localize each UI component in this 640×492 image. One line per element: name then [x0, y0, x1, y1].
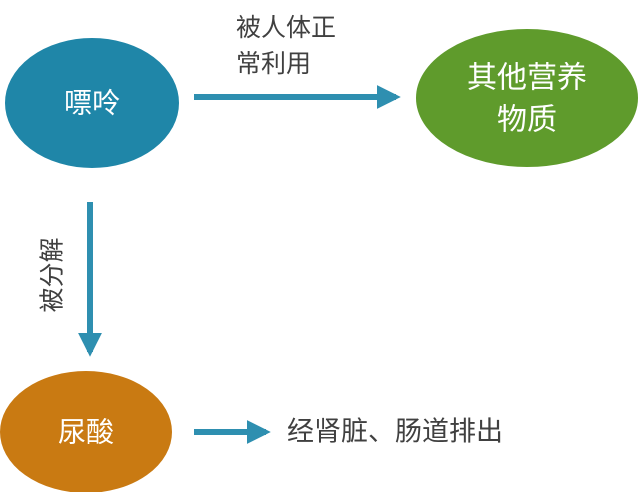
node-uric-acid-shape — [0, 369, 174, 492]
edge-purine-to-uric: 被分解 — [38, 202, 102, 357]
edge-uric-excretion-label: 经肾脏、肠道排出 — [287, 417, 503, 448]
node-purine-label: 嘌呤 — [64, 87, 120, 120]
node-purine-shape — [3, 36, 181, 170]
edge-purine-to-other-label-line2: 常利用 — [236, 49, 311, 78]
edge-uric-excretion: 经肾脏、肠道排出 — [194, 417, 503, 448]
node-other-nutrients-label-line2: 物质 — [497, 103, 557, 138]
edge-purine-to-other: 被人体正 常利用 — [194, 13, 401, 109]
node-purine: 嘌呤 — [3, 36, 181, 170]
node-other-nutrients: 其他营养 物质 — [414, 27, 640, 169]
edge-purine-to-uric-label: 被分解 — [38, 237, 67, 312]
edge-purine-to-other-label-line1: 被人体正 — [236, 13, 336, 42]
node-uric-acid: 尿酸 — [0, 369, 174, 492]
node-uric-acid-label: 尿酸 — [58, 416, 114, 449]
node-other-nutrients-shape — [414, 27, 640, 169]
node-other-nutrients-label-line1: 其他营养 — [467, 61, 587, 96]
